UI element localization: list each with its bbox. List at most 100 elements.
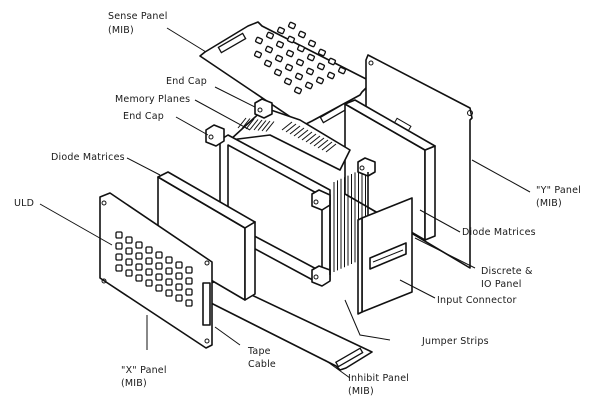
label-sense-panel: Sense Panel xyxy=(108,11,168,22)
uld-cell xyxy=(165,278,173,286)
label-input-connector: Input Connector xyxy=(437,295,517,306)
uld-cell xyxy=(175,283,183,291)
uld-cell xyxy=(175,294,183,302)
plane-fin xyxy=(297,129,309,139)
label-diode-matrices-left: Diode Matrices xyxy=(51,152,125,163)
ld-cell xyxy=(253,50,263,59)
end-cap-bottom xyxy=(311,265,331,287)
x-panel xyxy=(99,192,213,349)
label-jumper-strips: Jumper Strips xyxy=(421,336,489,347)
plane-fin xyxy=(281,121,293,131)
diode-matrices-right xyxy=(344,99,436,241)
ld-cell xyxy=(304,81,314,90)
plane-fin xyxy=(293,127,305,137)
label-end-cap-top: End Cap xyxy=(166,76,207,87)
end-cap-front-right xyxy=(311,189,331,211)
plane-fin xyxy=(265,121,275,132)
ld-cell xyxy=(287,21,297,30)
ld-cell xyxy=(273,68,283,77)
label-tape-cable: Tape xyxy=(247,346,271,357)
labels: Sense Panel (MIB) End Cap Memory Planes … xyxy=(14,11,581,397)
uld-cell xyxy=(165,267,173,275)
ld-cell xyxy=(264,45,274,54)
ld-cell xyxy=(305,67,315,76)
uld-cell xyxy=(115,231,123,239)
ld-cell xyxy=(293,86,303,95)
label-tape-cable-2: Cable xyxy=(248,359,276,370)
ld-cell xyxy=(254,36,264,45)
ld-cell xyxy=(294,72,304,81)
uld-cell xyxy=(115,253,123,261)
plane-fin xyxy=(245,118,255,130)
plane-fin xyxy=(321,141,333,151)
uld-cell xyxy=(185,277,193,285)
label-diode-matrices-right: Diode Matrices xyxy=(462,227,536,238)
uld-cell xyxy=(135,274,143,282)
uld-cell xyxy=(155,262,163,270)
uld-cell xyxy=(125,236,133,244)
plane-fin xyxy=(289,125,301,135)
plane-fin xyxy=(285,123,297,133)
x-panel-uld-grid xyxy=(115,231,193,307)
ld-cell xyxy=(285,49,295,58)
uld-cell xyxy=(185,266,193,274)
ld-cell xyxy=(326,71,336,80)
ld-cell xyxy=(306,53,316,62)
ld-cell xyxy=(297,30,307,39)
inhibit-panel xyxy=(204,279,373,371)
uld-cell xyxy=(135,263,143,271)
label-sense-panel-mib: (MIB) xyxy=(108,25,134,36)
ld-cell xyxy=(283,77,293,86)
uld-cell xyxy=(145,257,153,265)
memory-stack xyxy=(205,98,376,287)
ld-cell xyxy=(265,31,275,40)
uld-cell xyxy=(145,279,153,287)
discrete-io-panel xyxy=(357,197,413,315)
sense-panel xyxy=(199,21,373,127)
memory-planes-top xyxy=(237,117,337,153)
uld-cell xyxy=(165,289,173,297)
label-y-panel: "Y" Panel xyxy=(536,185,581,196)
uld-cell xyxy=(175,272,183,280)
end-cap-left xyxy=(205,124,225,147)
plane-fin xyxy=(313,137,325,147)
uld-cell xyxy=(135,252,143,260)
label-inhibit-panel-mib: (MIB) xyxy=(348,386,374,397)
tape-cable xyxy=(202,282,211,326)
label-uld: ULD xyxy=(14,198,34,209)
ld-cell xyxy=(317,48,327,57)
uld-cell xyxy=(115,264,123,272)
uld-cell xyxy=(135,241,143,249)
label-memory-planes: Memory Planes xyxy=(115,94,190,105)
uld-cell xyxy=(155,251,163,259)
ld-cell xyxy=(307,39,317,48)
label-y-panel-mib: (MIB) xyxy=(536,198,562,209)
ld-cell xyxy=(284,63,294,72)
uld-cell xyxy=(115,242,123,250)
uld-cell xyxy=(165,256,173,264)
ld-cell xyxy=(274,54,284,63)
ld-cell xyxy=(263,59,273,68)
uld-cell xyxy=(185,288,193,296)
input-connector xyxy=(369,242,407,270)
plane-fin xyxy=(309,135,321,145)
uld-cell xyxy=(125,258,133,266)
label-end-cap-left: End Cap xyxy=(123,111,164,122)
end-cap-back-right xyxy=(357,157,376,177)
ld-cell xyxy=(286,35,296,44)
uld-cell xyxy=(155,273,163,281)
plane-fin xyxy=(261,120,271,132)
plane-fin xyxy=(257,120,267,131)
label-x-panel: "X" Panel xyxy=(121,365,167,376)
diode-matrices-left xyxy=(157,171,256,301)
sense-panel-ld-grid xyxy=(253,21,347,95)
plane-fin xyxy=(237,117,247,129)
label-x-panel-mib: (MIB) xyxy=(121,378,147,389)
uld-cell xyxy=(125,247,133,255)
uld-cell xyxy=(155,284,163,292)
uld-cell xyxy=(175,261,183,269)
plane-fin xyxy=(325,143,337,153)
label-discrete-io: Discrete & xyxy=(481,266,533,277)
ld-cell xyxy=(296,44,306,53)
